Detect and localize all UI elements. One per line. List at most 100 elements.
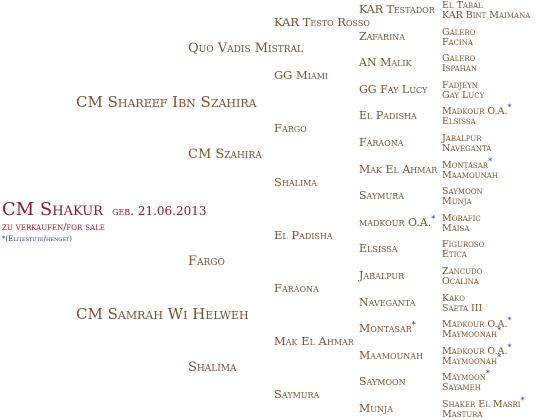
gen5-name: Madkour O.A.: [442, 319, 508, 331]
gen4-item: Munja: [359, 403, 393, 414]
gen4-name: Munja: [359, 402, 393, 415]
dam: CM Samrah Wi Helweh: [76, 305, 249, 323]
elite-star-icon: *: [497, 352, 502, 362]
gen5-item: Maamounah: [442, 169, 498, 181]
elite-star-icon: *: [497, 326, 502, 336]
gen5-name: Zancudo: [442, 266, 483, 277]
gen5-item: Mastura: [442, 410, 482, 420]
gen5-name: Maisa: [442, 222, 470, 234]
gen5-item: Galero: [442, 26, 476, 38]
gen4-item: Naveganta: [359, 297, 415, 308]
elite-star-icon: *: [520, 395, 525, 405]
gen5-name: Gay Lucy: [442, 89, 485, 101]
gen4-item: El Padisha: [359, 110, 417, 121]
gen5-name: Madkour O.A.: [442, 345, 508, 357]
gen5-name: Morafic: [442, 212, 481, 224]
gen5-name: Sayameh: [442, 382, 481, 394]
gen3-item: Faraona: [274, 281, 319, 295]
elite-star-icon: *: [411, 320, 416, 330]
gen4-item: Montasar*: [359, 320, 416, 334]
gen5-name: Saymoon: [442, 186, 483, 198]
elite-star-icon: *: [507, 103, 512, 113]
gen4-item: Faraona: [359, 137, 404, 148]
gen5-name: Madkour O.A.: [442, 106, 508, 118]
gen5-name: Figuroso: [442, 239, 485, 251]
elite-star-icon: *: [507, 342, 512, 352]
gen5-item: Fadjeyn: [442, 79, 478, 91]
gen4-item: GG Fay Lucy: [359, 84, 427, 95]
gen5-item: Gay Lucy: [442, 89, 485, 101]
gen5-item: Maisa: [442, 222, 470, 234]
gen5-name: Jabalpur: [442, 133, 482, 144]
gen5-item: Shaker El Masri*: [442, 396, 525, 410]
gen5-name: Galero: [442, 26, 476, 38]
gen5-name: Shaker El Masri: [442, 399, 521, 410]
horse-name: CM Shakur: [2, 199, 103, 220]
gen5-name: Ocalina: [442, 276, 479, 287]
gen5-item: Montasar*: [442, 157, 492, 171]
gen4-name: AN Malik: [359, 56, 412, 70]
gen4-item: Saymura: [359, 190, 404, 201]
gen5-item: KAR Bint Maimana: [442, 11, 530, 21]
gen4-name: Elsissa: [359, 242, 398, 256]
legend-star: *: [2, 235, 6, 243]
gen5-item: Naveganta: [442, 144, 491, 154]
gen5-item: Facina: [442, 36, 473, 48]
gen5-item: Maymoonah*: [442, 327, 501, 341]
gen5-item: Munja: [442, 197, 472, 207]
gen5-name: Naveganta: [442, 143, 492, 154]
gen4-name: Jabalpur: [359, 269, 405, 282]
gen5-item: Kako: [442, 292, 465, 304]
gen4-name: Naveganta: [359, 295, 416, 309]
gen5-item: Saeta III: [442, 302, 483, 314]
gen4-name: El Padisha: [359, 109, 417, 123]
gen4-item: Mak El Ahmar: [359, 164, 437, 175]
gen5-item: Etica: [442, 250, 467, 260]
gen5-item: Elsissa: [442, 117, 476, 127]
gen5-name: Munja: [442, 196, 472, 208]
gen4-name: Faraona: [359, 136, 404, 149]
gen3-item: GG Miami: [274, 68, 329, 82]
gen5-name: Maymoonah: [442, 355, 498, 367]
gen5-name: Saeta III: [442, 302, 483, 314]
gen5-item: Ocalina: [442, 277, 479, 287]
gen5-name: Facina: [442, 36, 473, 48]
horse-birth-date: geb. 21.06.2013: [112, 204, 207, 218]
elite-star-icon: *: [488, 156, 493, 166]
gen4-name: Mak El Ahmar: [359, 162, 438, 176]
star-legend: *(Elitestute/hengst): [2, 235, 72, 243]
gen5-name: Kako: [442, 292, 465, 304]
gen5-name: Elsissa: [442, 116, 476, 128]
gen4-name: Maamounah: [359, 348, 424, 362]
legend-text: (Elitestute/hengst): [5, 235, 72, 243]
gen5-item: Figuroso: [442, 240, 484, 250]
gen4-name: Saymura: [359, 189, 405, 203]
gen2-item: Quo Vadis Mistral: [188, 41, 303, 56]
gen5-item: Saymoon: [442, 187, 483, 197]
gen2-item: Shalima: [188, 360, 237, 375]
gen4-name: Zafarina: [359, 29, 406, 43]
gen4-item: Saymoon: [359, 376, 406, 387]
gen4-name: Saymoon: [359, 375, 406, 389]
gen5-item: El Tabal: [442, 1, 483, 11]
gen4-item: madkour O.A.*: [359, 215, 435, 229]
gen4-name: madkour O.A.: [359, 215, 432, 229]
elite-star-icon: *: [507, 316, 512, 326]
gen5-name: Maymoon: [442, 372, 486, 384]
gen5-name: KAR Bint Maimana: [442, 10, 531, 21]
gen3-item: Shalima: [274, 175, 318, 189]
horse-title: CM Shakur geb. 21.06.2013: [2, 199, 207, 220]
gen5-name: Maamounah: [442, 169, 498, 181]
gen5-item: Galero: [442, 54, 475, 64]
gen4-item: Maamounah: [359, 350, 423, 361]
gen5-item: Maymoonah*: [442, 353, 501, 367]
gen5-name: Maymoonah: [442, 329, 498, 341]
gen5-name: Etica: [442, 249, 467, 261]
gen4-name: KAR Testador: [359, 3, 435, 16]
gen5-item: Jabalpur: [442, 134, 481, 144]
gen5-item: Maymoon*: [442, 370, 490, 384]
gen4-item: Jabalpur: [359, 270, 404, 281]
gen5-name: Fadjeyn: [442, 79, 478, 91]
elite-star-icon: *: [485, 369, 490, 379]
gen5-name: El Tabal: [442, 0, 483, 11]
